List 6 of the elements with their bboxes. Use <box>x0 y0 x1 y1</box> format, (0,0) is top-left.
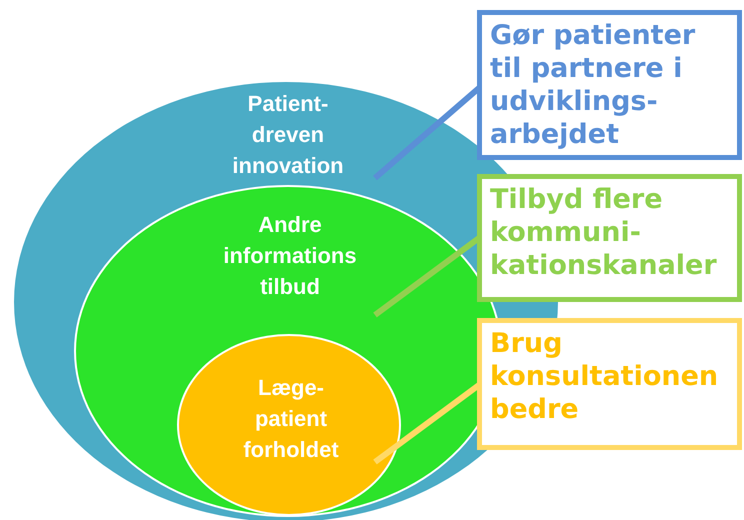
callout-box: Tilbyd flere kommuni- kationskanaler <box>477 174 742 302</box>
region-label: Læge- patient forholdet <box>242 374 340 464</box>
callout-box: Brug konsultationen bedre <box>477 318 742 450</box>
callout-box: Gør patienter til partnere i udviklings- arbejdet <box>477 10 742 160</box>
region-label: Patient- dreven innovation <box>231 90 345 180</box>
region-label: Andre informations tilbud <box>222 211 358 301</box>
